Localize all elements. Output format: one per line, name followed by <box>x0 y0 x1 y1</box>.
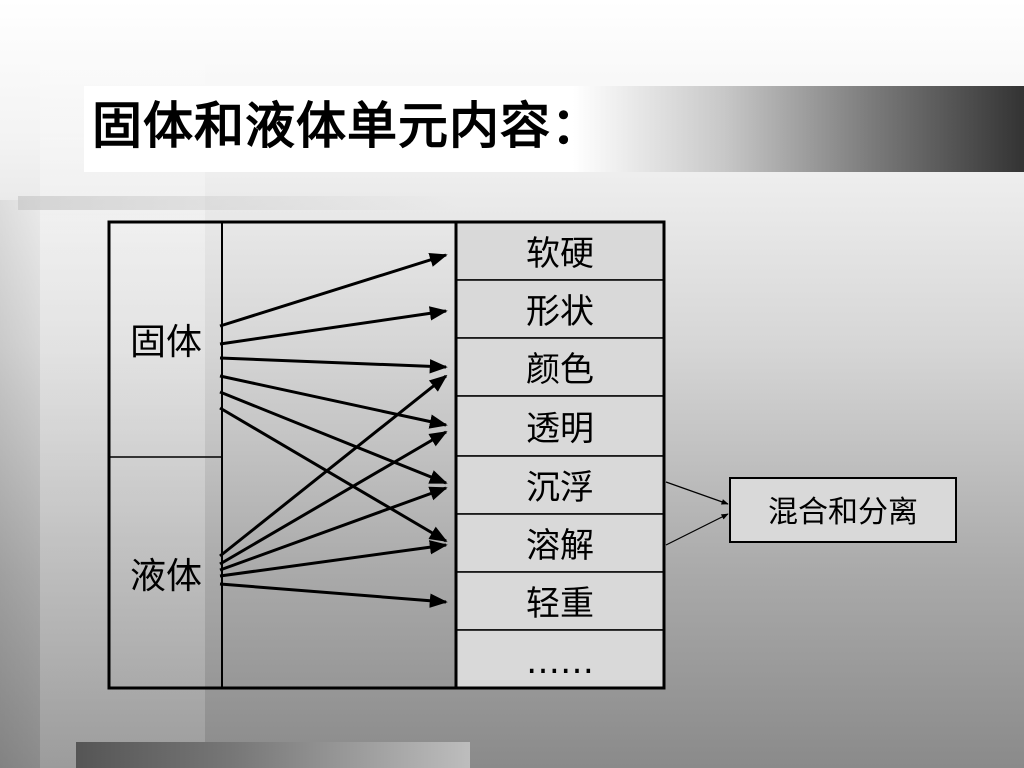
link-arrow-solid-sink-float <box>219 390 448 485</box>
category-label-solid: 固体 <box>130 322 202 363</box>
page-title: 固体和液体单元内容： <box>92 97 602 155</box>
property-label-hardness: 软硬 <box>526 234 594 274</box>
link-arrow-solid-hardness <box>219 252 448 328</box>
property-cell <box>455 337 665 397</box>
link-arrow-liquid-weight <box>219 582 448 608</box>
property-cell <box>455 279 665 339</box>
link-arrow-solid-transparency <box>219 374 448 429</box>
category-label-liquid: 液体 <box>130 556 202 597</box>
property-label-transparency: 透明 <box>526 409 594 449</box>
link-arrow-solid-color <box>219 356 448 374</box>
bottom-bar <box>76 742 470 768</box>
property-label-shape: 形状 <box>526 292 594 332</box>
property-label-color: 颜色 <box>526 350 594 390</box>
result-box-label: 混合和分离 <box>768 495 918 530</box>
result-arrow-sink-float <box>665 481 729 505</box>
property-label-etc: …… <box>526 642 594 682</box>
result-box <box>729 477 957 543</box>
title-shadow <box>18 196 458 210</box>
link-arrow-liquid-dissolve <box>219 540 448 578</box>
link-arrow-liquid-sink-float <box>219 486 448 572</box>
property-column: 软硬 形状 颜色 透明 沉浮 溶解 轻重 …… <box>454 220 666 690</box>
link-arrows <box>219 252 448 608</box>
link-arrow-solid-dissolve <box>219 406 448 543</box>
link-arrow-liquid-color <box>219 374 448 558</box>
link-arrow-solid-shape <box>219 306 448 346</box>
slide-left-edge <box>0 200 40 768</box>
link-arrow-liquid-transparency <box>219 430 448 566</box>
title-band <box>84 86 1024 172</box>
result-arrow-dissolve <box>665 513 729 546</box>
property-label-dissolve: 溶解 <box>526 526 594 566</box>
property-label-weight: 轻重 <box>526 584 594 624</box>
property-label-sink-float: 沉浮 <box>526 468 594 508</box>
property-cell <box>455 629 665 689</box>
property-column-border <box>454 220 666 690</box>
